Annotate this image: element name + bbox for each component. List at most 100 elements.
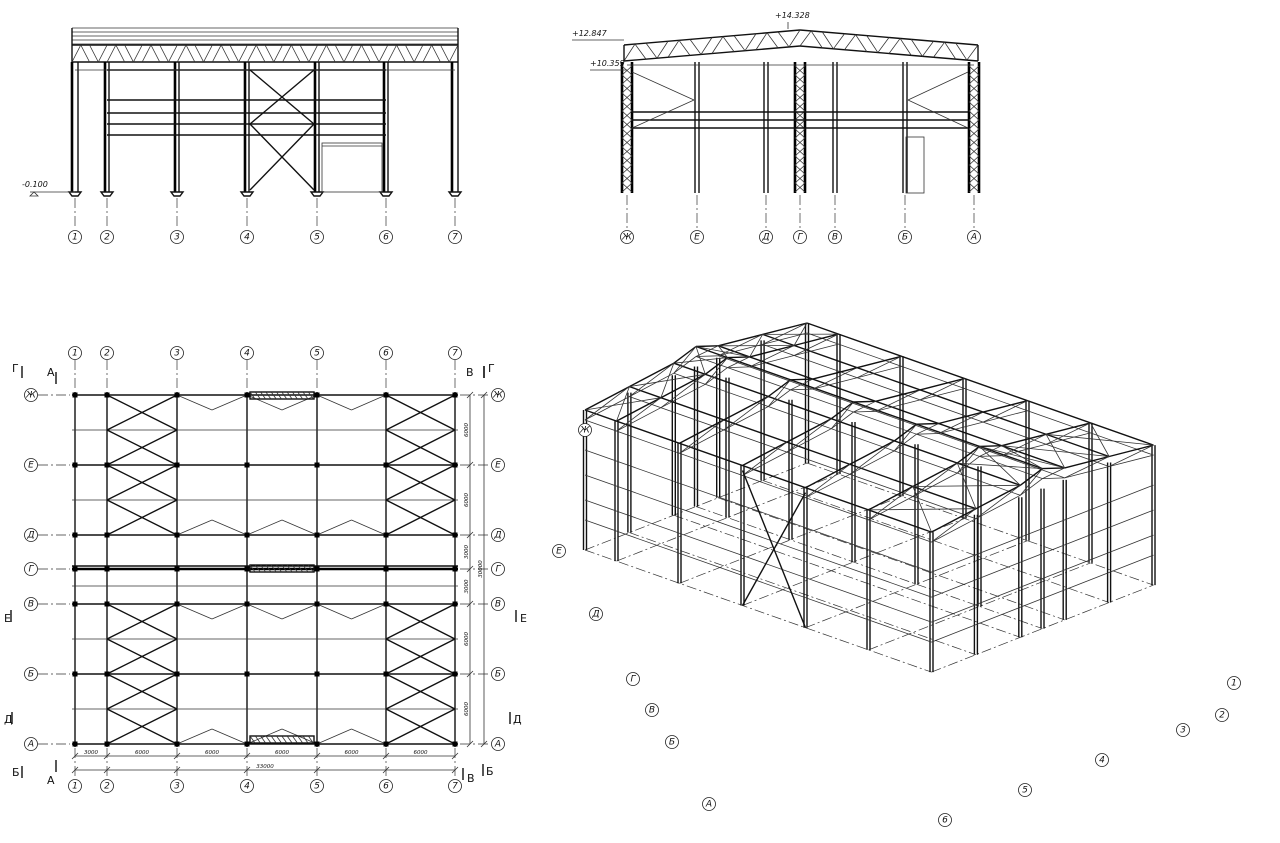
lattice-lacing	[281, 391, 288, 400]
truss-web	[422, 44, 433, 63]
axis-bubble-circle	[491, 667, 505, 681]
roof-brace	[106, 464, 178, 501]
dim-tick	[480, 391, 488, 399]
iso-roof-beam	[806, 332, 1154, 456]
truss-web	[888, 38, 901, 54]
column-lacing	[794, 173, 806, 184]
axis-bubble-circle	[491, 737, 505, 751]
iso-truss-chord	[830, 401, 854, 420]
axis-bubble-circle	[24, 388, 38, 402]
iso-wall-girt	[931, 554, 1154, 643]
level-mark-eave: +12.847	[572, 29, 608, 38]
lattice-lacing	[254, 391, 261, 400]
iso-truss-web	[718, 334, 763, 357]
column-lacing	[621, 119, 633, 130]
axis-bubble: Е	[24, 458, 38, 472]
axis-label: Ж	[621, 233, 632, 243]
column-mark	[383, 741, 389, 747]
axis-bubble-circle	[620, 230, 634, 244]
level-triangle	[29, 191, 39, 197]
iso-truss-chord	[912, 472, 958, 497]
iso-truss-chord	[790, 378, 813, 381]
axis-label: В	[28, 600, 34, 610]
tie-brace	[211, 603, 248, 620]
axis-bubble: 5	[1018, 783, 1032, 797]
axis-bubble: А	[491, 737, 505, 751]
truss-web	[185, 44, 196, 63]
dim-tick	[466, 531, 474, 539]
axis-bubble-circle	[68, 346, 82, 360]
lattice-lacing	[260, 735, 266, 744]
iso-truss-chord	[875, 389, 921, 402]
column-lacing	[794, 101, 806, 112]
iso-truss-web	[979, 445, 1002, 457]
lattice-lacing	[265, 391, 272, 400]
axis-label: 7	[452, 233, 458, 243]
axis-bubble-circle	[68, 779, 82, 793]
level-mark-ridge: +14.328	[775, 11, 810, 20]
axis-bubble: Б	[898, 230, 912, 244]
iso-truss-web	[830, 401, 854, 429]
truss-web	[176, 44, 187, 63]
iso-truss-chord	[1108, 444, 1154, 458]
iso-truss-web	[673, 346, 697, 374]
axis-label: В	[649, 706, 655, 716]
iso-truss-chord	[856, 355, 902, 369]
dim-tick	[173, 752, 181, 760]
tie-brace	[351, 603, 387, 620]
column-lacing	[794, 65, 806, 76]
iso-truss-chord	[983, 410, 1028, 423]
roof-brace	[385, 638, 456, 675]
axis-bubble-circle	[690, 230, 704, 244]
lattice-lacing	[260, 391, 266, 400]
lattice-lacing	[286, 564, 293, 573]
axis-label: 2	[104, 233, 110, 243]
lattice-lacing	[260, 564, 266, 573]
truss-web	[413, 44, 424, 63]
iso-truss-web	[1042, 467, 1065, 479]
roof-brace	[106, 673, 178, 710]
iso-truss-chord	[742, 441, 788, 467]
truss-web	[141, 44, 152, 63]
lattice-lacing	[254, 564, 261, 573]
truss-web	[352, 44, 362, 63]
truss-web	[273, 44, 283, 63]
iso-roof-brace	[717, 345, 728, 358]
iso-truss-chord	[727, 366, 750, 368]
section-mark: Г	[488, 362, 495, 375]
column-lacing	[968, 101, 980, 112]
column-mark	[383, 462, 389, 468]
axis-bubble: А	[24, 737, 38, 751]
axis-label: А	[970, 233, 977, 243]
column-mark	[383, 392, 389, 398]
bay-dimension: 6000	[414, 750, 428, 756]
column-mark	[244, 462, 250, 468]
column-mark	[452, 601, 458, 607]
column-lacing	[621, 173, 633, 184]
axis-label: Ж	[492, 391, 503, 401]
column-lacing	[794, 83, 806, 94]
axis-bubble-circle	[828, 230, 842, 244]
column-lacing	[621, 128, 633, 139]
section-mark: В	[466, 366, 474, 379]
axis-label: Г	[495, 565, 501, 575]
axis-bubble-circle	[100, 346, 114, 360]
column-mark	[452, 532, 458, 538]
truss-web	[387, 44, 397, 63]
iso-truss-web	[629, 362, 675, 397]
axis-label: 3	[174, 349, 180, 359]
lattice-lacing	[302, 391, 309, 400]
axis-label: 7	[452, 349, 458, 359]
tie-brace	[316, 603, 352, 620]
axis-bubble: Г	[793, 230, 807, 244]
column-mark	[174, 532, 180, 538]
column-mark	[72, 462, 78, 468]
truss-web	[264, 44, 275, 63]
truss-web	[645, 42, 658, 59]
axis-bubble: 1	[68, 779, 82, 793]
truss-web	[220, 44, 231, 63]
dim-tick	[451, 766, 459, 774]
iso-roof-brace	[1045, 434, 1066, 469]
axis-bubble-circle	[379, 230, 393, 244]
